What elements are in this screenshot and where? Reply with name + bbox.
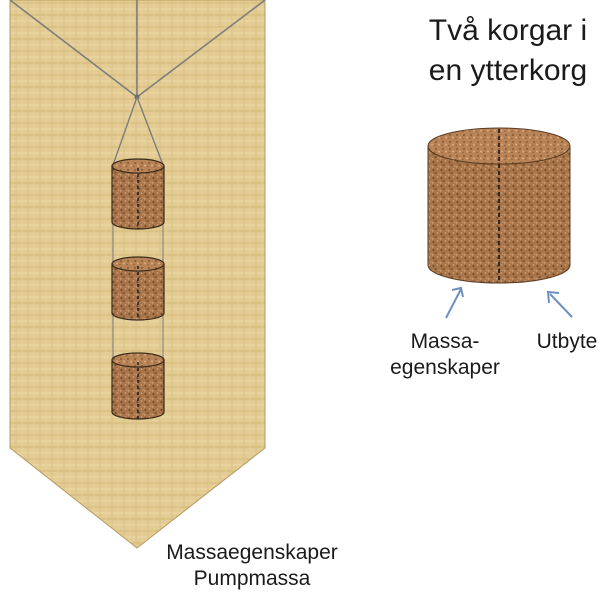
label-massa-line-1: Massa-	[390, 330, 500, 354]
title-line-2: en ytterkorg	[378, 54, 609, 89]
label-utbyte: Utbyte	[527, 330, 607, 354]
inner-basket-icon	[112, 159, 164, 229]
inner-basket-icon	[112, 257, 164, 320]
title-line-1: Två korgar i	[378, 14, 609, 49]
arrow-icon	[446, 288, 463, 318]
inner-basket-icon	[112, 353, 164, 419]
label-bottom-line-1: Massaegenskaper	[152, 541, 352, 565]
cylinder-icon	[428, 128, 570, 283]
arrow-icon	[548, 292, 572, 317]
label-massa-line-2: egenskaper	[380, 356, 510, 380]
label-bottom-line-2: Pumpmassa	[152, 567, 352, 591]
